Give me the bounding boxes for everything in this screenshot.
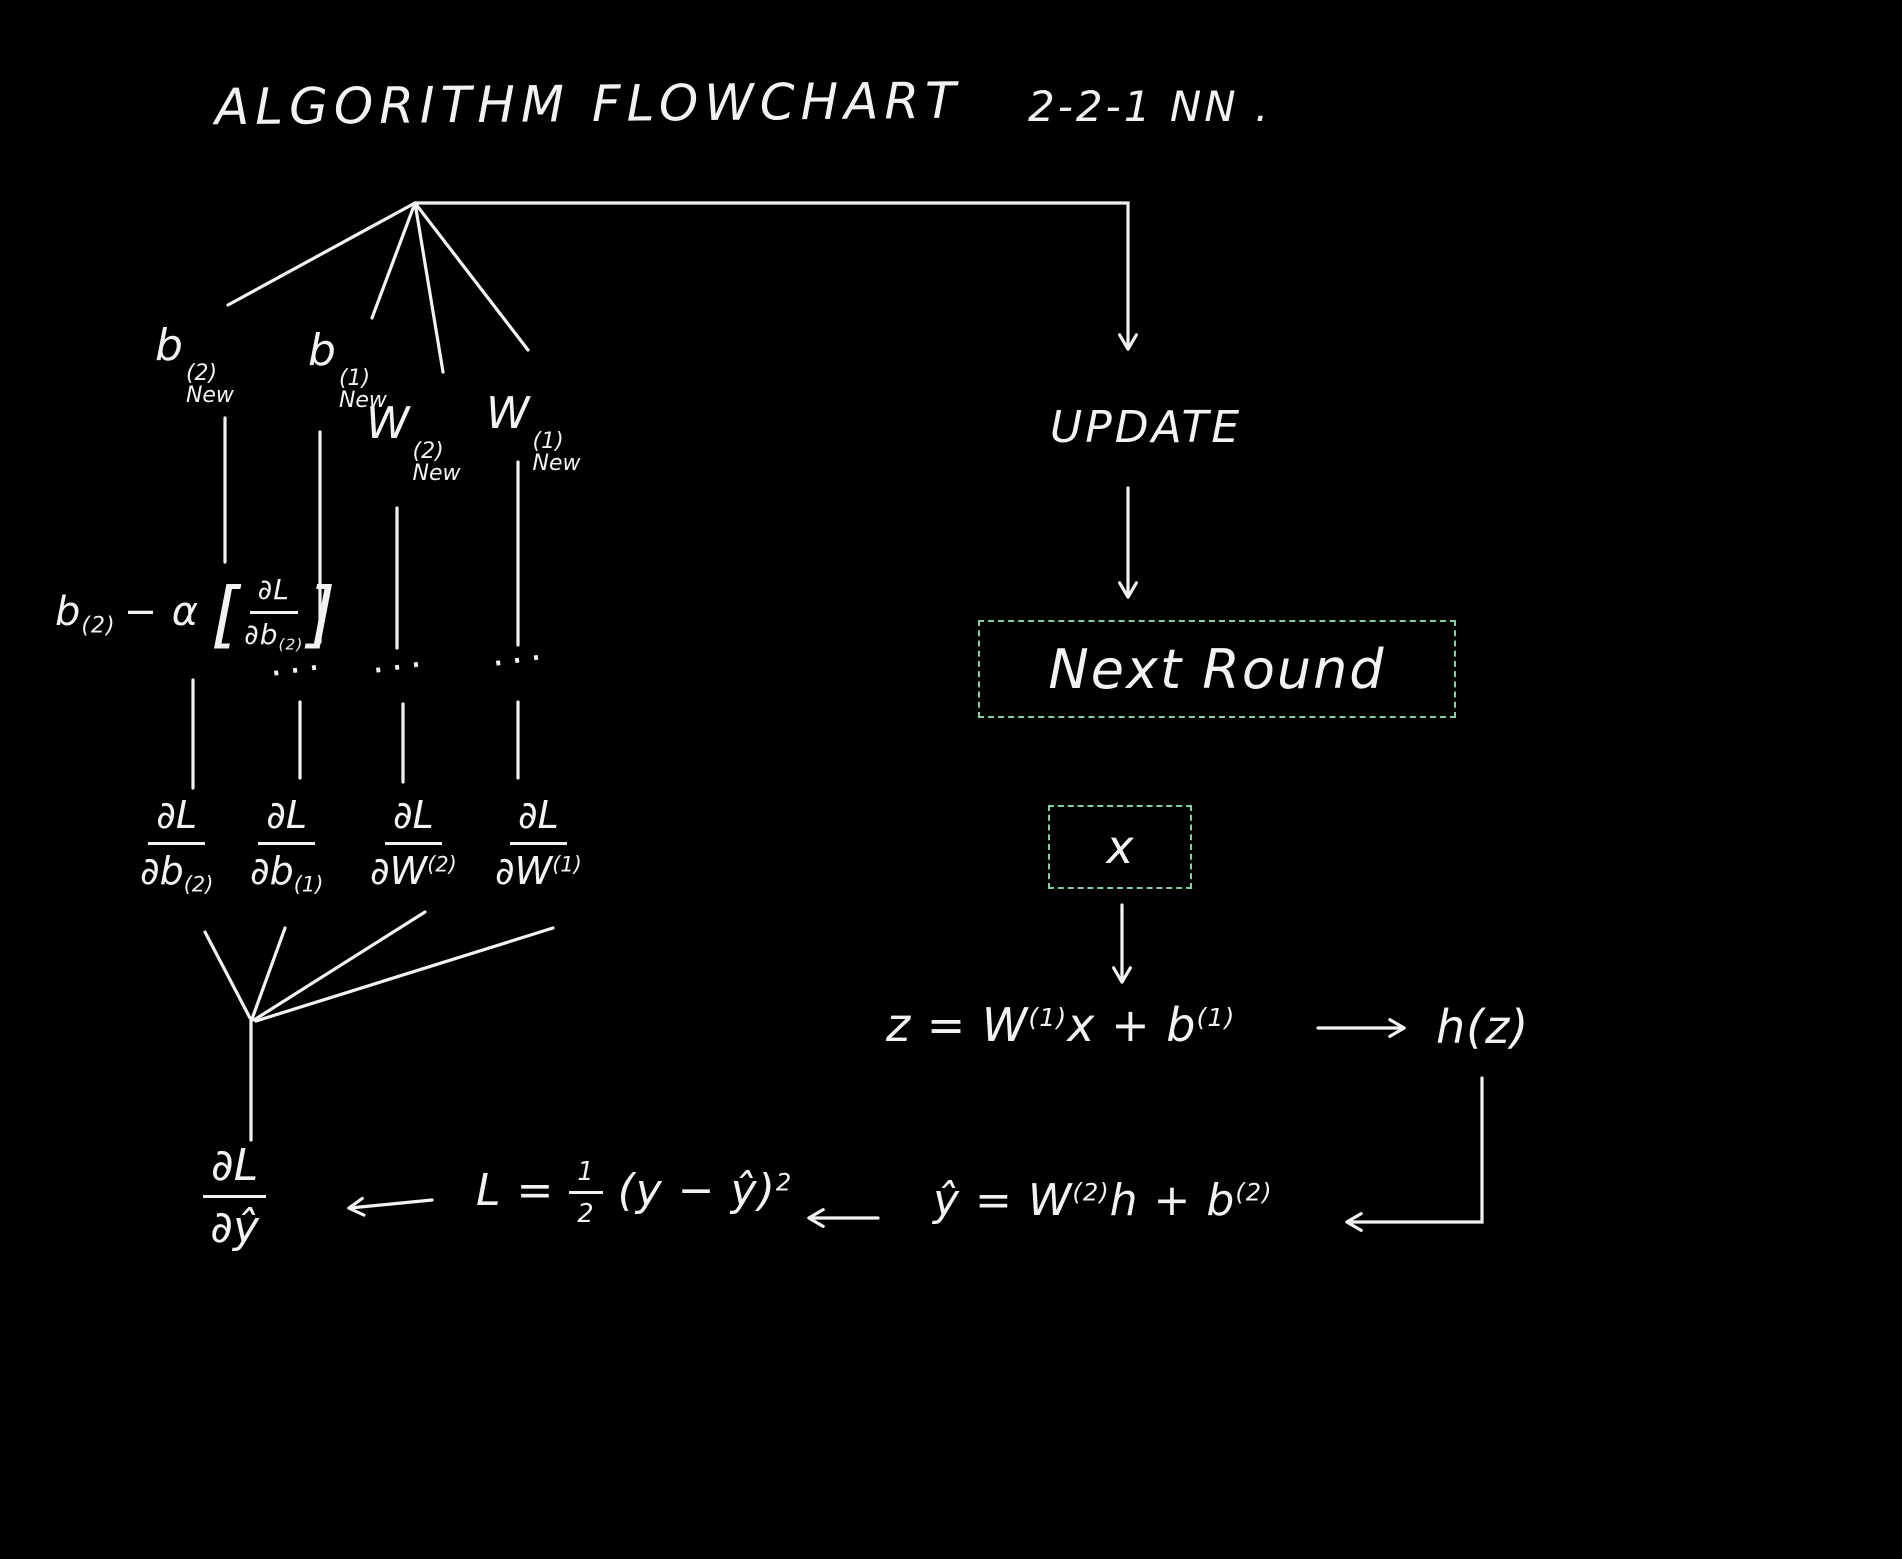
input-x-label: x — [1106, 820, 1134, 874]
gradient-den: ∂W(2) — [370, 848, 457, 893]
param-sup: (2) — [412, 438, 444, 464]
param-sup: (1) — [532, 428, 564, 454]
gradient-den: ∂b(2) — [140, 848, 214, 897]
param-b1-new: b(1)New — [308, 325, 387, 412]
converge-line-db1 — [250, 926, 287, 1021]
hz-to-yhat-arrow — [1345, 1076, 1484, 1232]
z-eq-pre: z = W — [886, 998, 1029, 1052]
yhat-equation: ŷ = W(2)h + b(2) — [933, 1175, 1273, 1226]
gradient-den: ∂b(1) — [250, 848, 324, 897]
gradient-num: ∂L — [385, 794, 442, 845]
rule-base-sub: (2) — [81, 613, 116, 639]
network-size-note: 2-2-1 NN . — [1028, 82, 1272, 131]
gradient-den: ∂W(1) — [495, 848, 582, 893]
loss-eq-sup: 2 — [775, 1168, 793, 1197]
rule-frac-num: ∂L — [249, 574, 298, 614]
update-label: UPDATE — [1050, 402, 1243, 453]
param-base: b — [155, 320, 183, 371]
gradient-num: ∂L — [148, 794, 206, 845]
converge-line-db2 — [203, 930, 252, 1020]
param-base: W — [366, 398, 410, 449]
ellipsis-b1: ··· — [267, 644, 331, 696]
param-sup: (2) — [185, 360, 218, 386]
hz-label: h(z) — [1436, 1000, 1530, 1054]
rule-left-bracket: [ — [211, 571, 241, 656]
param-b2-new: b(2)New — [155, 320, 234, 407]
param-sub: New — [532, 450, 581, 476]
yhat-eq-mid: h + b — [1109, 1175, 1236, 1226]
param-base: W — [486, 388, 530, 439]
rule-right-bracket: ] — [307, 571, 337, 656]
gradient-dw1: ∂L ∂W(1) — [495, 794, 582, 893]
next-round-box: Next Round — [978, 620, 1456, 718]
fan-line-w1new — [413, 201, 530, 352]
dldyhat-den: ∂ŷ — [210, 1202, 260, 1254]
param-supsub: (1)New — [338, 365, 387, 413]
fan-line-w2new — [413, 201, 445, 374]
param-sub: New — [185, 382, 234, 408]
z-eq-sup2: (1) — [1196, 1002, 1236, 1032]
param-sup: (1) — [338, 365, 371, 391]
param-w1-new: W(1)New — [486, 388, 581, 475]
param-base: b — [308, 325, 336, 376]
yhat-eq-pre: ŷ = W — [933, 1175, 1073, 1226]
input-x-box: x — [1048, 805, 1192, 889]
z-eq-mid: x + b — [1067, 998, 1197, 1052]
gradient-db2: ∂L ∂b(2) — [140, 794, 214, 897]
ellipsis-w2: ··· — [369, 641, 433, 693]
rule-base: b — [55, 589, 82, 636]
z-eq-sup1: (1) — [1028, 1002, 1068, 1032]
page-title: ALGORITHM FLOWCHART — [214, 71, 962, 137]
dldyhat-term: ∂L ∂ŷ — [203, 1141, 267, 1254]
fan-line-b2new — [226, 201, 417, 307]
converge-line-dw1 — [254, 926, 555, 1023]
loss-to-dldy-arrow — [347, 1196, 434, 1217]
update-rule-equation: b(2) − α[∂L∂b(2)] — [55, 571, 340, 656]
converge-line-dw2 — [252, 910, 427, 1022]
gradient-num: ∂L — [258, 794, 316, 845]
rule-operator: − α — [123, 589, 200, 636]
gradient-dw2: ∂L ∂W(2) — [370, 794, 457, 893]
ellipsis-w1: ··· — [489, 634, 553, 686]
param-supsub: (1)New — [532, 428, 581, 476]
yhat-eq-sup2: (2) — [1235, 1178, 1273, 1207]
yhat-eq-sup1: (2) — [1072, 1178, 1110, 1207]
next-round-label: Next Round — [1048, 637, 1386, 701]
param-w2-new: W(2)New — [366, 398, 461, 485]
loss-eq-pre: L = — [476, 1165, 555, 1217]
fan-line-b1new — [370, 201, 417, 320]
rule-frac-den: ∂b(2) — [244, 617, 304, 654]
param-supsub: (2)New — [412, 438, 461, 486]
z-equation: z = W(1)x + b(1) — [886, 998, 1235, 1052]
param-supsub: (2)New — [185, 360, 234, 408]
gradient-db1: ∂L ∂b(1) — [250, 794, 324, 897]
update-connector-arrow — [413, 201, 1138, 351]
loss-eq-post: (y − ŷ) — [617, 1165, 776, 1217]
rule-fraction: ∂L∂b(2) — [244, 574, 304, 654]
param-sub: New — [338, 387, 387, 413]
param-sub: New — [412, 460, 461, 486]
dldyhat-num: ∂L — [203, 1141, 267, 1199]
gradient-num: ∂L — [510, 794, 567, 845]
